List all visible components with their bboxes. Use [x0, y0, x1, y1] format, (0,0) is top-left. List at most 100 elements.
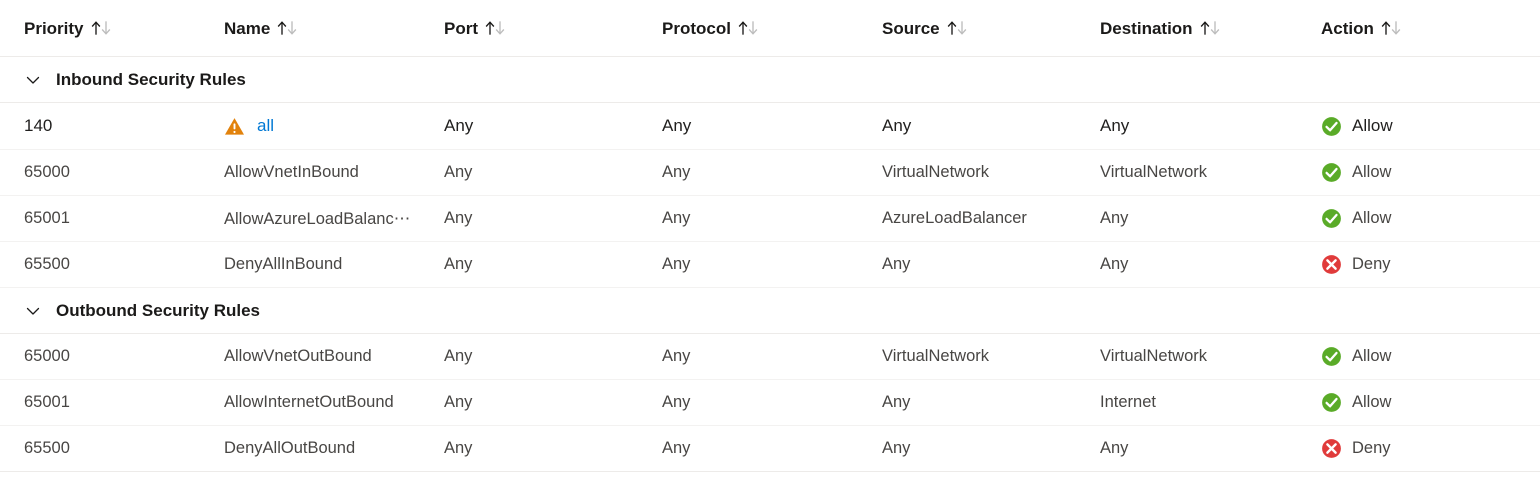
cell-port: Any	[444, 255, 473, 273]
cell-protocol: Any	[662, 393, 691, 411]
sort-arrows-icon[interactable]	[738, 19, 760, 37]
cell-destination: Any	[1100, 439, 1129, 457]
deny-cross-icon	[1321, 254, 1342, 275]
column-header-action[interactable]: Action	[1321, 19, 1516, 37]
cell-protocol: Any	[662, 347, 691, 365]
action-label: Allow	[1352, 209, 1392, 227]
cell-port: Any	[444, 347, 473, 365]
cell-source: VirtualNetwork	[882, 163, 989, 181]
cell-port: Any	[444, 439, 473, 457]
cell-port: Any	[444, 209, 473, 227]
cell-name: DenyAllOutBound	[224, 439, 444, 458]
sort-arrows-icon[interactable]	[91, 19, 113, 37]
cell-protocol: Any	[662, 255, 691, 273]
chevron-down-icon[interactable]	[24, 302, 42, 320]
cell-priority: 65001	[24, 209, 70, 227]
cell-priority: 65000	[24, 163, 70, 181]
cell-name[interactable]: all	[224, 116, 444, 137]
column-header-label: Source	[882, 18, 940, 38]
table-row[interactable]: 65001 AllowAzureLoadBalanc⋯ Any Any AzureLoa…	[0, 196, 1540, 242]
cell-action: Allow	[1321, 162, 1516, 183]
cell-priority: 65001	[24, 393, 70, 411]
column-header-destination[interactable]: Destination	[1100, 19, 1321, 37]
cell-destination: VirtualNetwork	[1100, 347, 1207, 365]
sort-arrows-icon[interactable]	[485, 19, 507, 37]
action-label: Allow	[1352, 393, 1392, 411]
cell-protocol: Any	[662, 209, 691, 227]
cell-protocol: Any	[662, 163, 691, 181]
cell-name: DenyAllInBound	[224, 255, 444, 274]
cell-priority: 65000	[24, 347, 70, 365]
cell-action: Allow	[1321, 392, 1516, 413]
column-header-name[interactable]: Name	[224, 19, 444, 37]
rule-name-text: AllowAzureLoadBalanc⋯	[224, 209, 411, 228]
table-row[interactable]: 65000 AllowVnetInBound Any Any VirtualNetwor…	[0, 150, 1540, 196]
column-header-label: Protocol	[662, 18, 731, 38]
group-title: Outbound Security Rules	[56, 300, 261, 320]
cell-name: AllowVnetInBound	[224, 163, 444, 182]
action-label: Allow	[1352, 347, 1392, 365]
warning-icon	[224, 116, 245, 137]
cell-source: VirtualNetwork	[882, 347, 989, 365]
table-header-row: Priority Name	[0, 0, 1540, 57]
cell-action: Allow	[1321, 116, 1516, 137]
allow-check-icon	[1321, 162, 1342, 183]
cell-action: Allow	[1321, 208, 1516, 229]
table-row[interactable]: 65001 AllowInternetOutBound Any Any Any Inter…	[0, 380, 1540, 426]
cell-port: Any	[444, 163, 473, 181]
cell-source: Any	[882, 393, 911, 411]
cell-priority: 140	[24, 116, 53, 135]
allow-check-icon	[1321, 392, 1342, 413]
sort-arrows-icon[interactable]	[1381, 19, 1403, 37]
cell-source: AzureLoadBalancer	[882, 209, 1027, 227]
sort-arrows-icon[interactable]	[947, 19, 969, 37]
column-header-priority[interactable]: Priority	[0, 19, 224, 37]
sort-arrows-icon[interactable]	[1200, 19, 1222, 37]
rule-name-text: DenyAllOutBound	[224, 439, 356, 457]
column-header-port[interactable]: Port	[444, 19, 662, 37]
cell-source: Any	[882, 439, 911, 457]
action-label: Allow	[1352, 163, 1392, 181]
group-header-row[interactable]: Inbound Security Rules	[0, 57, 1540, 103]
cell-destination: Any	[1100, 255, 1129, 273]
deny-cross-icon	[1321, 438, 1342, 459]
table-row[interactable]: 65500 DenyAllOutBound Any Any Any Any Deny	[0, 426, 1540, 472]
table-row[interactable]: 65000 AllowVnetOutBound Any Any VirtualNetwo…	[0, 334, 1540, 380]
cell-destination: Internet	[1100, 393, 1156, 411]
rule-name-text: DenyAllInBound	[224, 255, 343, 273]
rule-name-text: AllowVnetInBound	[224, 163, 359, 181]
cell-port: Any	[444, 393, 473, 411]
cell-action: Deny	[1321, 254, 1516, 275]
rule-name-link[interactable]: all	[257, 116, 275, 135]
group-header-row[interactable]: Outbound Security Rules	[0, 288, 1540, 334]
rule-name-text: AllowVnetOutBound	[224, 347, 372, 365]
action-label: Deny	[1352, 439, 1391, 457]
group-title: Inbound Security Rules	[56, 69, 246, 89]
cell-port: Any	[444, 116, 474, 135]
sort-arrows-icon[interactable]	[277, 19, 299, 37]
cell-destination: Any	[1100, 209, 1129, 227]
column-header-protocol[interactable]: Protocol	[662, 19, 882, 37]
cell-priority: 65500	[24, 439, 70, 457]
cell-name: AllowAzureLoadBalanc⋯	[224, 209, 444, 229]
cell-action: Deny	[1321, 438, 1516, 459]
action-label: Deny	[1352, 255, 1391, 273]
chevron-down-icon[interactable]	[24, 71, 42, 89]
cell-protocol: Any	[662, 439, 691, 457]
column-header-label: Destination	[1100, 18, 1193, 38]
cell-destination: VirtualNetwork	[1100, 163, 1207, 181]
column-header-source[interactable]: Source	[882, 19, 1100, 37]
cell-name: AllowInternetOutBound	[224, 393, 444, 412]
column-header-label: Port	[444, 18, 478, 38]
column-header-label: Name	[224, 18, 271, 38]
action-label: Allow	[1352, 116, 1393, 135]
rule-name-text: AllowInternetOutBound	[224, 393, 394, 411]
cell-action: Allow	[1321, 346, 1516, 367]
cell-source: Any	[882, 255, 911, 273]
cell-source: Any	[882, 116, 912, 135]
cell-destination: Any	[1100, 116, 1130, 135]
security-rules-table: Priority Name	[0, 0, 1540, 472]
